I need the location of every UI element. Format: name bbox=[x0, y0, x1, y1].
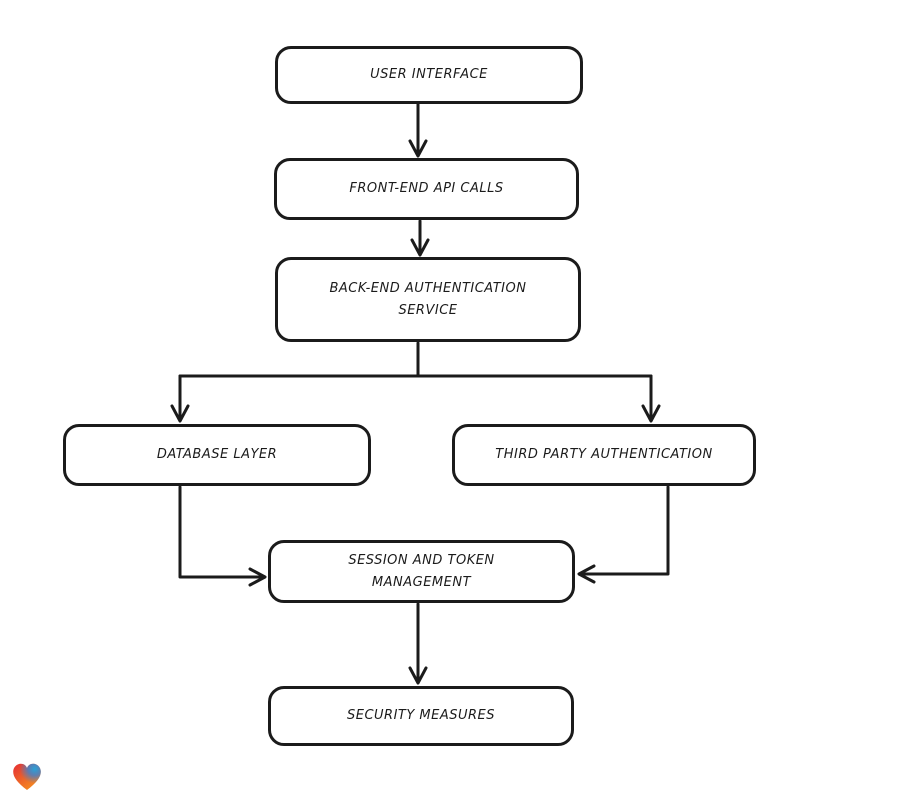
node-user-interface-label: USER INTERFACE bbox=[370, 67, 488, 83]
edge-database-to-session bbox=[178, 485, 267, 587]
node-database-layer[interactable]: DATABASE LAYER bbox=[63, 424, 371, 486]
node-session-token-management-label: SESSION AND TOKEN MANAGEMENT bbox=[348, 553, 495, 590]
node-user-interface[interactable]: USER INTERFACE bbox=[275, 46, 583, 104]
node-backend-auth-service-label: BACK-END AUTHENTICATION SERVICE bbox=[329, 281, 527, 318]
edge-session-to-security bbox=[408, 602, 428, 685]
edge-frontend-to-backend bbox=[410, 219, 430, 257]
node-third-party-authentication[interactable]: THIRD PARTY AUTHENTICATION bbox=[452, 424, 756, 486]
node-security-measures-label: SECURITY MEASURES bbox=[346, 708, 496, 724]
gradient-heart-icon bbox=[11, 762, 43, 796]
edge-thirdparty-to-session bbox=[577, 485, 670, 584]
node-session-token-management[interactable]: SESSION AND TOKEN MANAGEMENT bbox=[268, 540, 575, 603]
node-database-layer-label: DATABASE LAYER bbox=[156, 447, 278, 463]
node-backend-auth-service[interactable]: BACK-END AUTHENTICATION SERVICE bbox=[275, 257, 581, 342]
node-third-party-authentication-label: THIRD PARTY AUTHENTICATION bbox=[495, 447, 713, 463]
node-frontend-api-calls-label: FRONT-END API CALLS bbox=[349, 181, 504, 197]
edge-user-interface-to-frontend bbox=[408, 102, 428, 158]
edge-backend-split bbox=[170, 341, 661, 423]
node-frontend-api-calls[interactable]: FRONT-END API CALLS bbox=[274, 158, 579, 220]
node-security-measures[interactable]: SECURITY MEASURES bbox=[268, 686, 574, 746]
